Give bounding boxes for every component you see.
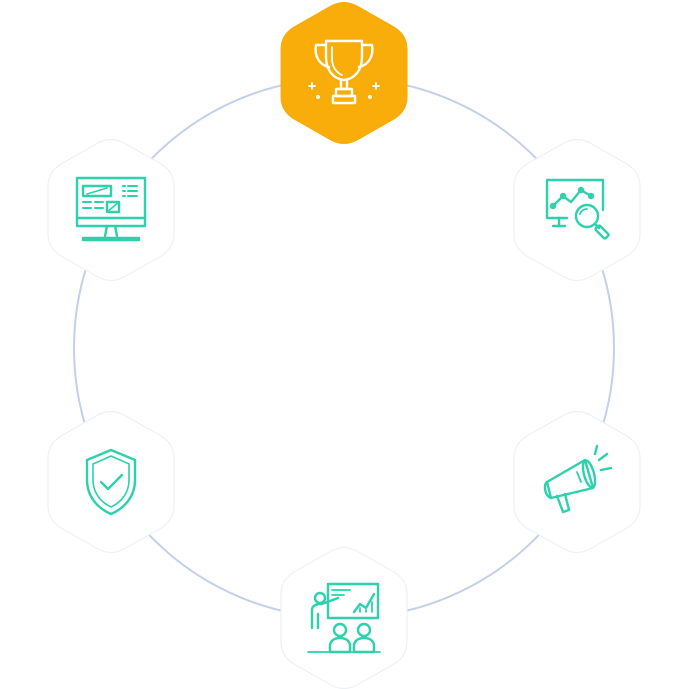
hexagon <box>513 410 641 554</box>
monitor-dashboard-icon <box>75 176 147 242</box>
trophy-icon <box>308 39 380 105</box>
hexagon-accent <box>280 2 408 144</box>
presentation-icon <box>307 582 381 654</box>
hexagon <box>47 410 175 554</box>
shield-check-icon <box>85 448 137 516</box>
node-achievement[interactable] <box>280 2 408 144</box>
magnifier-analytics-icon <box>545 178 610 240</box>
megaphone-icon <box>543 444 613 514</box>
node-security[interactable] <box>47 410 175 554</box>
node-analytics[interactable] <box>513 138 641 282</box>
node-marketing[interactable] <box>513 410 641 554</box>
node-dashboard[interactable] <box>47 138 175 282</box>
hexagon <box>47 138 175 282</box>
node-presentation[interactable] <box>280 546 408 689</box>
